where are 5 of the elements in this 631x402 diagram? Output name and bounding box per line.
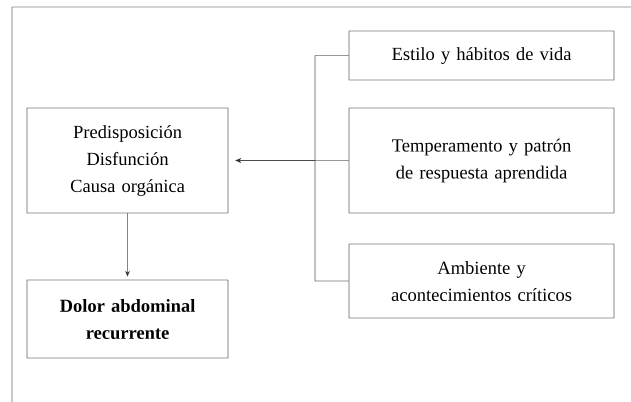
box: Ambiente y acontecimientos críticos — [348, 244, 614, 318]
box: Dolor abdominal recurrente — [26, 280, 228, 358]
box: Temperamento y patrón de respuesta aprendida — [348, 108, 614, 214]
box: Estilo y hábitos de vida — [348, 30, 614, 80]
box: Predisposición Disfunción Causa orgánica — [26, 108, 228, 214]
